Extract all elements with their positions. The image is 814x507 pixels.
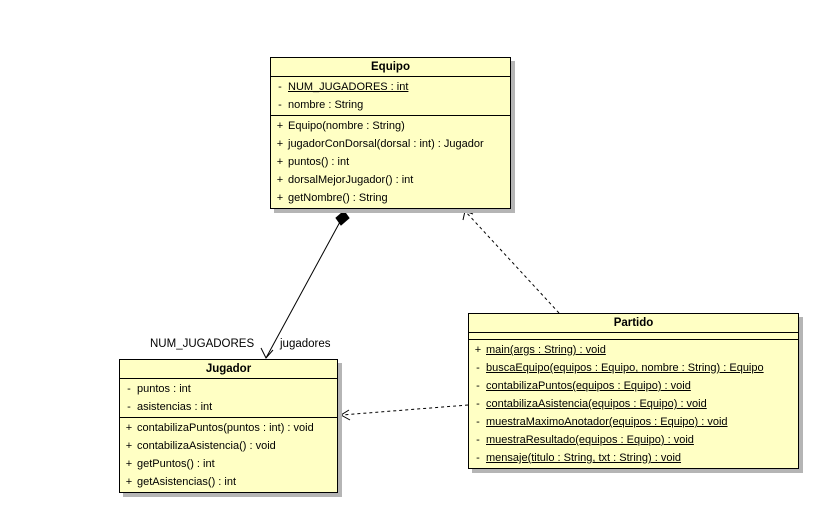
composition-line <box>265 219 342 359</box>
attribute-text: asistencias : int <box>137 401 213 413</box>
method-row[interactable]: + main(args : String) : void <box>469 341 798 359</box>
visibility-marker: - <box>476 416 480 428</box>
visibility-marker: + <box>474 344 482 356</box>
attribute-text: nombre : String <box>288 99 364 111</box>
method-row[interactable]: + Equipo(nombre : String) <box>271 117 510 135</box>
visibility-marker: + <box>125 440 133 452</box>
visibility-marker: - <box>476 434 480 446</box>
method-row[interactable]: -contabilizaPuntos(equipos : Equipo) : v… <box>469 377 798 395</box>
method-text: contabilizaPuntos(puntos : int) : void <box>137 422 314 434</box>
method-row[interactable]: -buscaEquipo(equipos : Equipo, nombre : … <box>469 359 798 377</box>
visibility-marker: - <box>127 401 131 413</box>
attributes-section: -puntos : int-asistencias : int <box>120 379 337 418</box>
method-text: contabilizaAsistencia() : void <box>137 440 276 452</box>
method-row[interactable]: + contabilizaPuntos(puntos : int) : void <box>120 419 337 437</box>
method-row[interactable]: + getAsistencias() : int <box>120 473 337 491</box>
visibility-marker: + <box>276 120 284 132</box>
visibility-marker: - <box>278 99 282 111</box>
method-text: muestraMaximoAnotador(equipos : Equipo) … <box>486 416 728 428</box>
method-text: muestraResultado(equipos : Equipo) : voi… <box>486 434 694 446</box>
method-row[interactable]: + puntos() : int <box>271 153 510 171</box>
visibility-marker: - <box>476 362 480 374</box>
method-text: puntos() : int <box>288 156 350 168</box>
dependency-arrowhead-equipo <box>462 210 474 221</box>
class-jugador[interactable]: Jugador -puntos : int-asistencias : int … <box>119 359 338 493</box>
visibility-marker: - <box>476 452 480 464</box>
method-text: mensaje(titulo : String, txt : String) :… <box>486 452 682 464</box>
method-row[interactable]: + jugadorConDorsal(dorsal : int) : Jugado… <box>271 135 510 153</box>
attribute-text: NUM_JUGADORES : int <box>288 81 409 93</box>
attribute-row[interactable]: -nombre : String <box>271 96 510 114</box>
method-row[interactable]: + getNombre() : String <box>271 189 510 207</box>
method-text: getPuntos() : int <box>137 458 215 470</box>
method-row[interactable]: + dorsalMejorJugador() : int <box>271 171 510 189</box>
method-text: dorsalMejorJugador() : int <box>288 174 414 186</box>
attribute-text: puntos : int <box>137 383 191 395</box>
class-name: Equipo <box>271 58 510 77</box>
visibility-marker: + <box>125 422 133 434</box>
composition-diamond <box>335 210 350 226</box>
method-text: getAsistencias() : int <box>137 476 237 488</box>
navigability-arrowhead <box>260 347 274 359</box>
method-text: jugadorConDorsal(dorsal : int) : Jugador <box>288 138 484 150</box>
method-text: contabilizaPuntos(equipos : Equipo) : vo… <box>486 380 691 392</box>
attribute-row[interactable]: -NUM_JUGADORES : int <box>271 78 510 96</box>
dependency-line-partido-equipo <box>464 210 560 314</box>
visibility-marker: + <box>276 174 284 186</box>
attributes-section: -NUM_JUGADORES : int-nombre : String <box>271 77 510 116</box>
methods-section: + Equipo(nombre : String) + jugadorConDorsa… <box>271 116 510 208</box>
visibility-marker: - <box>476 398 480 410</box>
visibility-marker: + <box>276 156 284 168</box>
visibility-marker: - <box>476 380 480 392</box>
visibility-marker: - <box>278 81 282 93</box>
attributes-section <box>469 333 798 340</box>
method-row[interactable]: + getPuntos() : int <box>120 455 337 473</box>
method-row[interactable]: -muestraMaximoAnotador(equipos : Equipo)… <box>469 413 798 431</box>
dependency-line-partido-jugador <box>341 404 469 416</box>
class-name: Jugador <box>120 360 337 379</box>
method-row[interactable]: -muestraResultado(equipos : Equipo) : vo… <box>469 431 798 449</box>
composition-multiplicity-label: NUM_JUGADORES <box>150 338 255 350</box>
method-text: buscaEquipo(equipos : Equipo, nombre : S… <box>486 362 764 374</box>
method-row[interactable]: -mensaje(titulo : String, txt : String) … <box>469 449 798 467</box>
class-equipo[interactable]: Equipo -NUM_JUGADORES : int-nombre : Str… <box>270 57 511 209</box>
method-text: Equipo(nombre : String) <box>288 120 405 132</box>
method-text: getNombre() : String <box>288 192 388 204</box>
visibility-marker: + <box>276 192 284 204</box>
visibility-marker: + <box>276 138 284 150</box>
attribute-row[interactable]: -puntos : int <box>120 380 337 398</box>
visibility-marker: + <box>125 476 133 488</box>
method-text: main(args : String) : void <box>486 344 606 356</box>
method-row[interactable]: + contabilizaAsistencia() : void <box>120 437 337 455</box>
class-partido[interactable]: Partido +main(args : String) : void-busc… <box>468 313 799 469</box>
composition-role-label: jugadores <box>280 338 331 350</box>
methods-section: +main(args : String) : void-buscaEquipo(… <box>469 340 798 468</box>
methods-section: +contabilizaPuntos(puntos : int) : void+… <box>120 418 337 492</box>
visibility-marker: - <box>127 383 131 395</box>
method-row[interactable]: -contabilizaAsistencia(equipos : Equipo)… <box>469 395 798 413</box>
visibility-marker: + <box>125 458 133 470</box>
method-text: contabilizaAsistencia(equipos : Equipo) … <box>486 398 707 410</box>
class-name: Partido <box>469 314 798 333</box>
dependency-arrowhead-jugador <box>340 409 351 421</box>
attribute-row[interactable]: -asistencias : int <box>120 398 337 416</box>
